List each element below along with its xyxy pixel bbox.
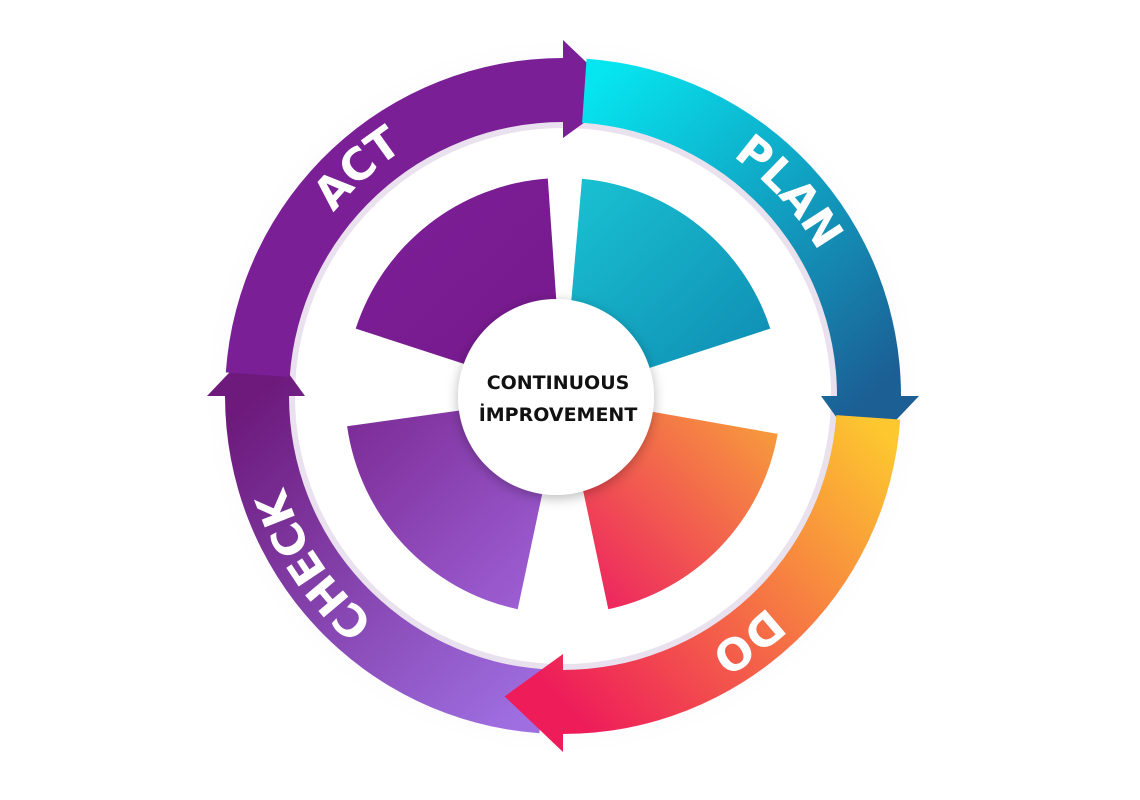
quadrant-do: [581, 411, 778, 610]
center-line-2: İMPROVEMENT: [479, 402, 638, 426]
arrow-act: [225, 40, 622, 377]
center-circle: [458, 299, 654, 495]
quadrant-plan: [570, 178, 771, 369]
arrow-check: [207, 337, 544, 734]
center-hub: CONTINUOUS İMPROVEMENT: [458, 299, 654, 495]
center-line-1: CONTINUOUS: [487, 372, 630, 394]
arrow-do: [504, 415, 901, 752]
arrow-plan: [582, 58, 919, 455]
cycle-ring: [207, 40, 919, 752]
